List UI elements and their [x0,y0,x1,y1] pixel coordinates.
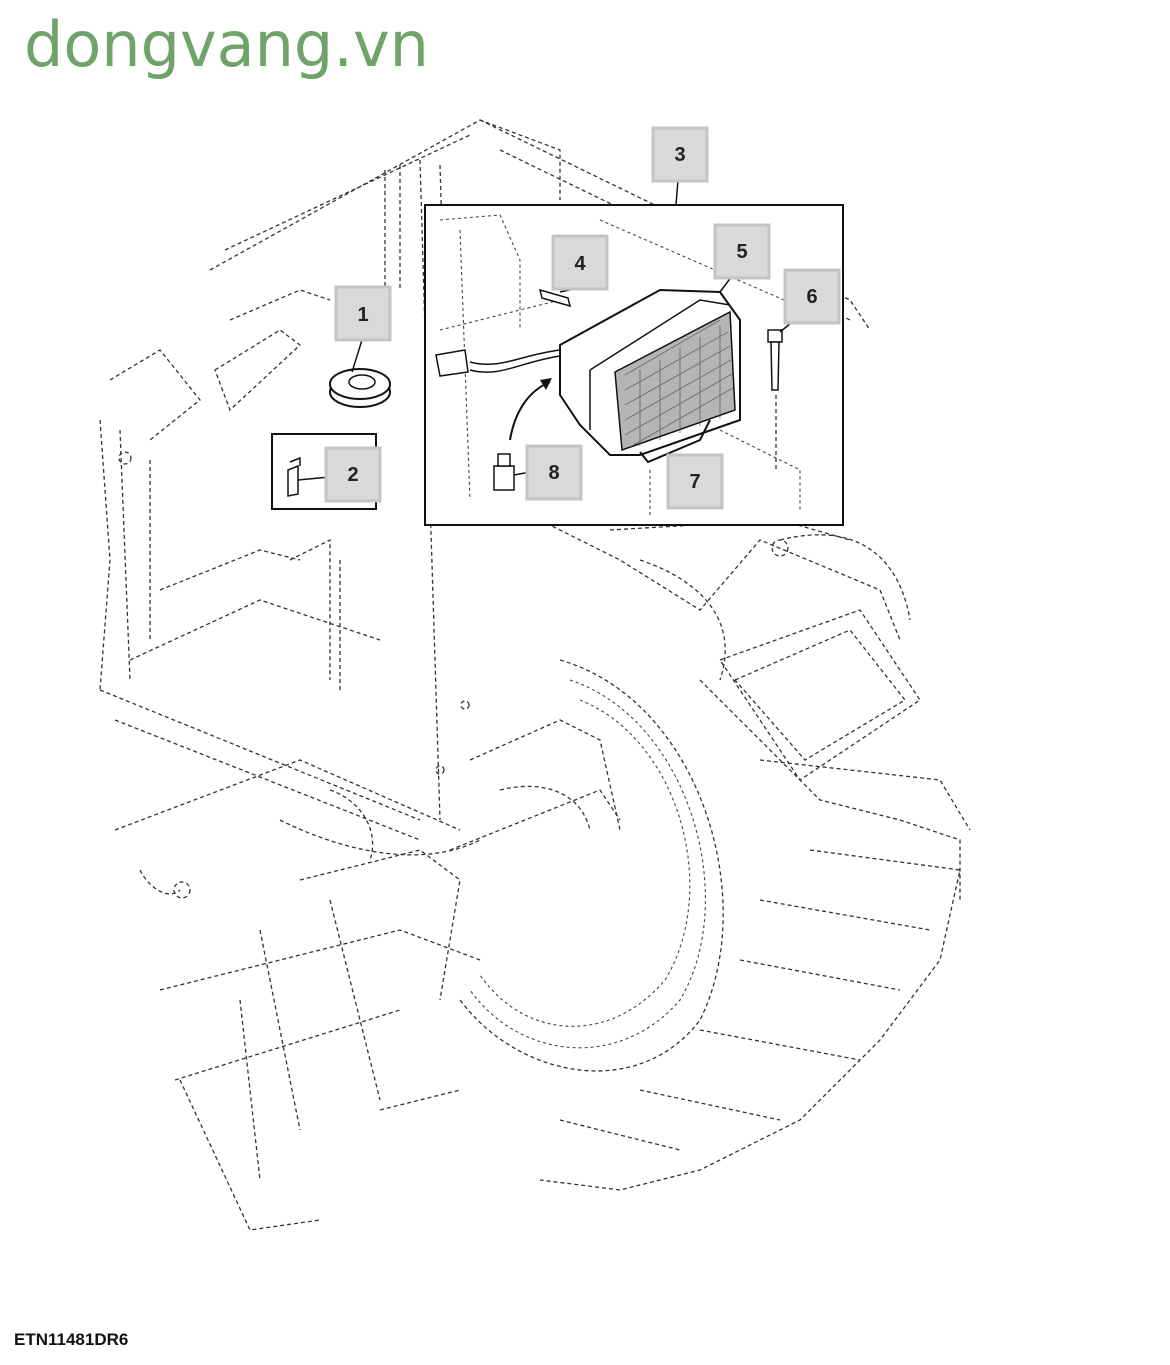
callout-7-label: 7 [689,471,700,493]
nut [493,453,515,491]
watermark-logo: dongvang.vn [24,8,429,81]
work-light [435,288,741,464]
worklight-detail-background [439,214,831,515]
callout-4: 4 [551,234,609,291]
callout-5-label: 5 [736,241,747,263]
callout-4-label: 4 [574,253,586,275]
callout-3: 3 [651,126,709,183]
tractor-outline [99,119,971,1231]
callout-1-label: 1 [357,304,368,326]
callout-2-label: 2 [347,464,358,486]
callout-8-label: 8 [548,462,559,484]
callout-3-label: 3 [674,144,685,166]
callout-2: 2 [324,446,382,503]
callout-8: 8 [525,444,583,501]
callout-6-label: 6 [806,286,817,308]
callout-7: 7 [666,453,724,510]
callout-5: 5 [713,223,771,280]
figure-id: ETN11481DR6 [14,1330,129,1349]
callout-6: 6 [783,268,841,325]
bolt [767,329,783,470]
grommet [329,368,391,408]
callout-1: 1 [334,285,392,342]
bulb [538,288,572,308]
